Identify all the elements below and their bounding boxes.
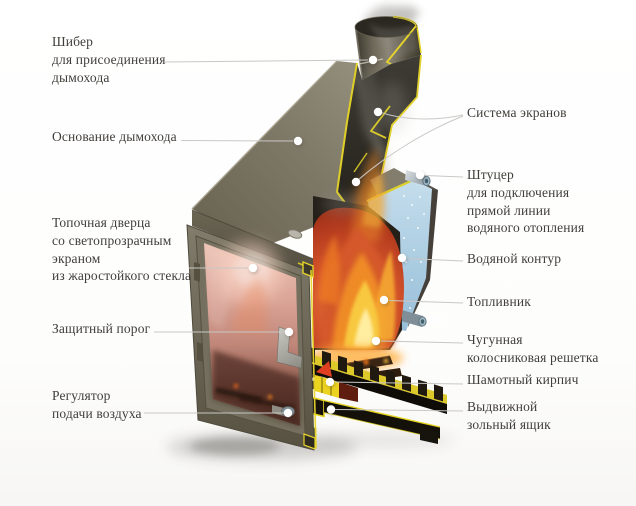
callout-dot-screen-system-upper xyxy=(373,107,384,118)
label-grate: Чугунная колосниковая решетка xyxy=(467,332,599,365)
label-flue-damper: Шибер для присоединения дымохода xyxy=(52,34,166,85)
flames xyxy=(307,147,403,370)
label-ash-drawer: Выдвижной зольный ящик xyxy=(467,399,551,432)
callout-dot-fire-door xyxy=(248,263,259,274)
label-fire-door: Топочная дверца со светопрозрачным экран… xyxy=(52,215,192,284)
callout-dot-water-fitting xyxy=(415,170,426,181)
callout-dot-protective-threshold xyxy=(284,327,295,338)
callout-line-water-jacket xyxy=(406,258,464,262)
label-chimney-base: Основание дымохода xyxy=(52,129,177,144)
label-protective-threshold: Защитный порог xyxy=(52,321,151,336)
callout-dot-chamotte-brick xyxy=(325,377,336,388)
callout-line-firebox xyxy=(388,300,464,304)
callout-dot-firebox xyxy=(379,295,390,306)
water-fitting-upper xyxy=(405,170,456,187)
callout-dot-grate xyxy=(371,336,382,347)
label-firebox: Топливник xyxy=(467,294,531,309)
brand-emblem xyxy=(287,229,303,239)
callout-line-grate xyxy=(380,340,464,344)
callout-line-flue-damper xyxy=(164,59,369,63)
callout-dot-ash-drawer xyxy=(326,405,337,416)
water-fitting-lower xyxy=(401,310,452,327)
callout-dot-chimney-base xyxy=(293,136,304,147)
callout-dot-air-regulator xyxy=(283,408,294,419)
label-screen-system: Система экранов xyxy=(467,105,567,120)
flue-pipe xyxy=(354,15,422,80)
callout-line-water-fitting xyxy=(424,175,464,178)
callout-dot-flue-damper xyxy=(368,55,379,66)
label-air-regulator: Регулятор подачи воздуха xyxy=(52,388,142,421)
label-water-fitting: Штуцер для подключения прямой линии водя… xyxy=(467,167,585,236)
callout-dot-water-jacket xyxy=(397,253,408,264)
callout-line-chamotte-brick xyxy=(334,381,464,385)
door-hinge-upper xyxy=(194,262,200,282)
callout-line-ash-drawer xyxy=(334,409,464,412)
callout-dots xyxy=(248,55,426,419)
firebox xyxy=(295,147,404,390)
callout-dot-screen-system-lower xyxy=(351,177,362,188)
callout-line-screen-system-a xyxy=(380,112,464,120)
door-hinge-lower xyxy=(197,342,203,362)
label-water-jacket: Водяной контур xyxy=(467,251,562,266)
callout-line-chimney-base xyxy=(180,140,294,142)
label-chamotte-brick: Шамотный кирпич xyxy=(467,372,579,387)
callout-lines xyxy=(144,59,464,414)
callout-line-screen-system-b xyxy=(357,115,464,181)
